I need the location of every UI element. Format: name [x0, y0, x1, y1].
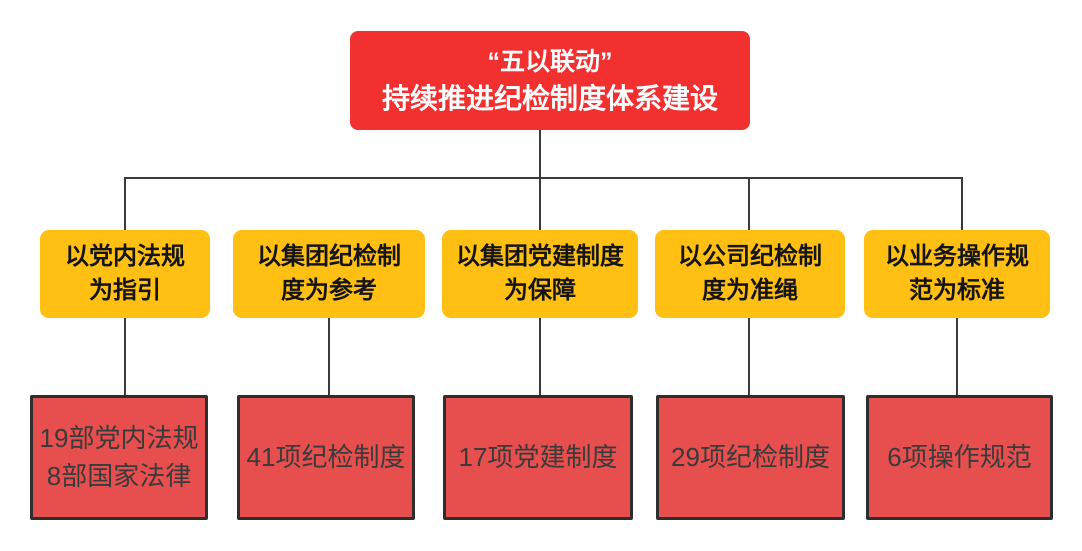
branch-3-line1: 以集团党建制度 — [456, 243, 624, 271]
leaf-node-5: 6项操作规范 — [866, 395, 1053, 520]
connector-branch5-leaf5 — [956, 318, 958, 395]
leaf-1-line2: 8部国家法律 — [46, 460, 192, 491]
branch-1-line2: 为指引 — [89, 277, 161, 304]
leaf-5-line1: 6项操作规范 — [887, 441, 1032, 472]
connector-root-stem — [539, 130, 541, 178]
leaf-3-line1: 17项党建制度 — [458, 441, 618, 472]
branch-2-line2: 度为参考 — [281, 277, 377, 304]
connector-drop-branch-1 — [124, 179, 126, 230]
branch-5-line1: 以业务操作规 — [885, 243, 1029, 271]
leaf-node-2: 41项纪检制度 — [237, 395, 415, 520]
root-title-line1: “五以联动” — [487, 47, 613, 76]
connector-branch4-leaf4 — [748, 318, 750, 395]
leaf-4-line1: 29项纪检制度 — [671, 441, 830, 472]
branch-node-1: 以党内法规 为指引 — [40, 230, 210, 318]
leaf-node-1: 19部党内法规 8部国家法律 — [30, 395, 208, 520]
connector-drop-branch-5 — [961, 179, 963, 230]
connector-drop-branch-3 — [539, 179, 541, 230]
connector-drop-branch-4 — [748, 179, 750, 230]
branch-2-line1: 以集团纪检制 — [257, 243, 401, 271]
branch-5-line2: 范为标准 — [909, 277, 1005, 304]
branch-node-5: 以业务操作规 范为标准 — [864, 230, 1050, 318]
leaf-node-3: 17项党建制度 — [443, 395, 633, 520]
connector-branch3-leaf3 — [539, 318, 541, 395]
branch-4-line1: 以公司纪检制 — [678, 243, 822, 271]
connector-branch1-leaf1 — [124, 318, 126, 395]
connector-horizontal-bar — [124, 177, 963, 179]
branch-node-3: 以集团党建制度 为保障 — [442, 230, 638, 318]
branch-4-line2: 度为准绳 — [702, 277, 798, 304]
connector-branch2-leaf2 — [328, 318, 330, 395]
leaf-2-line1: 41项纪检制度 — [246, 441, 406, 472]
leaf-node-4: 29项纪检制度 — [656, 395, 845, 520]
root-title-line2: 持续推进纪检制度体系建设 — [381, 83, 718, 115]
leaf-1-line1: 19部党内法规 — [39, 422, 199, 453]
branch-node-2: 以集团纪检制 度为参考 — [233, 230, 425, 318]
branch-node-4: 以公司纪检制 度为准绳 — [655, 230, 845, 318]
branch-1-line1: 以党内法规 — [65, 243, 185, 271]
root-node: “五以联动” 持续推进纪检制度体系建设 — [350, 31, 750, 130]
branch-3-line2: 为保障 — [504, 277, 576, 304]
